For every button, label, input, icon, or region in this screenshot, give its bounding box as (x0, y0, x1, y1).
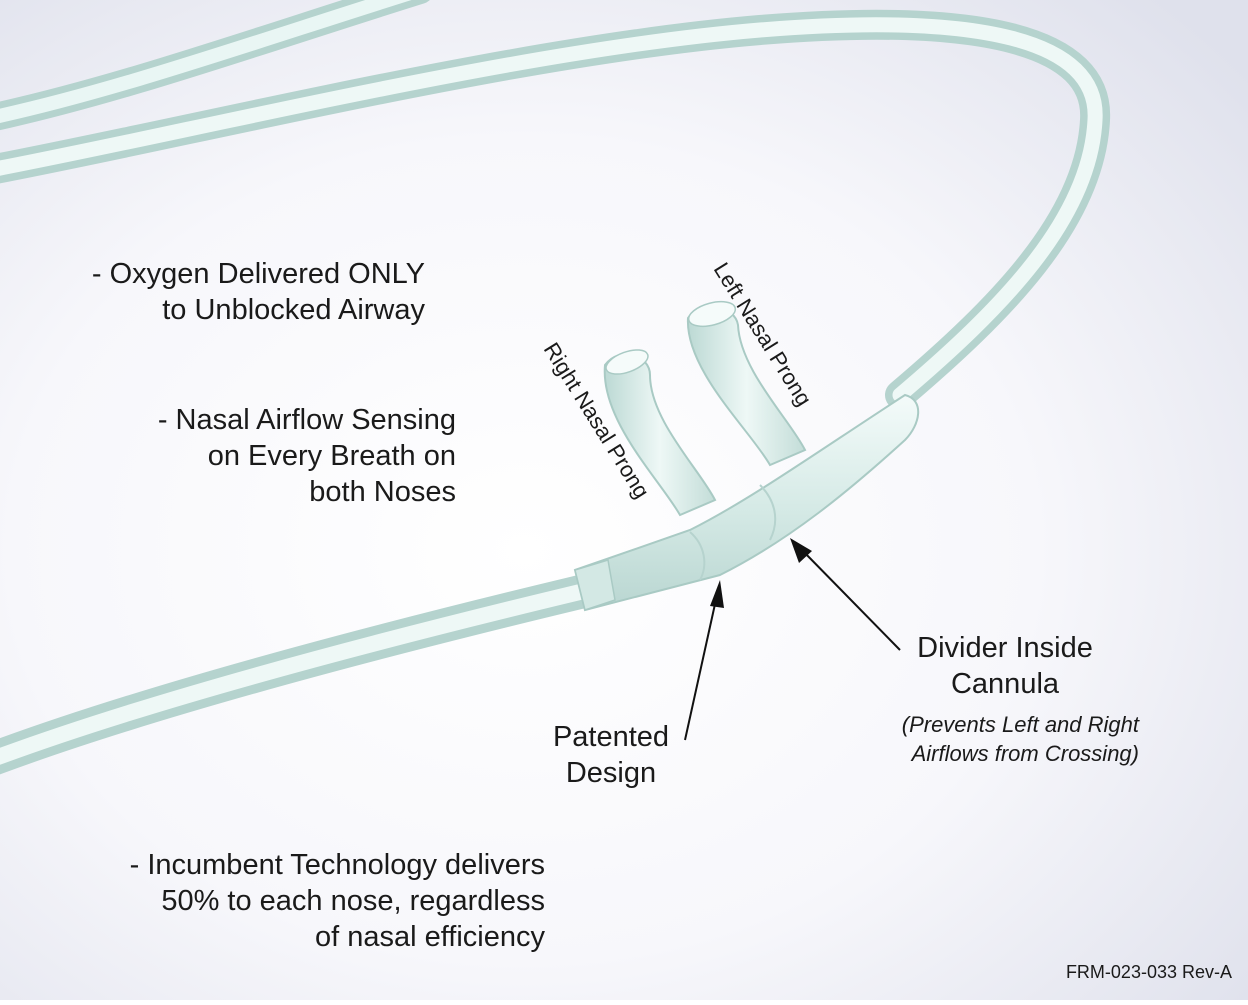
upper-tubing (0, 0, 1111, 410)
cannula-body (573, 393, 920, 612)
right-nasal-prong (603, 349, 717, 517)
divider-arrow (790, 538, 901, 651)
feature-incumbent-technology: - Incumbent Technology delivers 50% to e… (129, 849, 545, 953)
lower-tubing (0, 575, 597, 775)
divider-note: (Prevents Left and Right Airflows from C… (901, 712, 1139, 766)
left-nasal-prong (686, 300, 807, 467)
patented-design-arrow (684, 580, 724, 741)
feature-oxygen-delivery: - Oxygen Delivered ONLY to Unblocked Air… (91, 258, 425, 326)
feature-airflow-sensing: - Nasal Airflow Sensing on Every Breath … (157, 404, 456, 508)
document-id: FRM-023-033 Rev-A (1065, 962, 1232, 982)
divider-label: Divider Inside Cannula (917, 632, 1093, 700)
patented-design-label: Patented Design (552, 721, 670, 789)
